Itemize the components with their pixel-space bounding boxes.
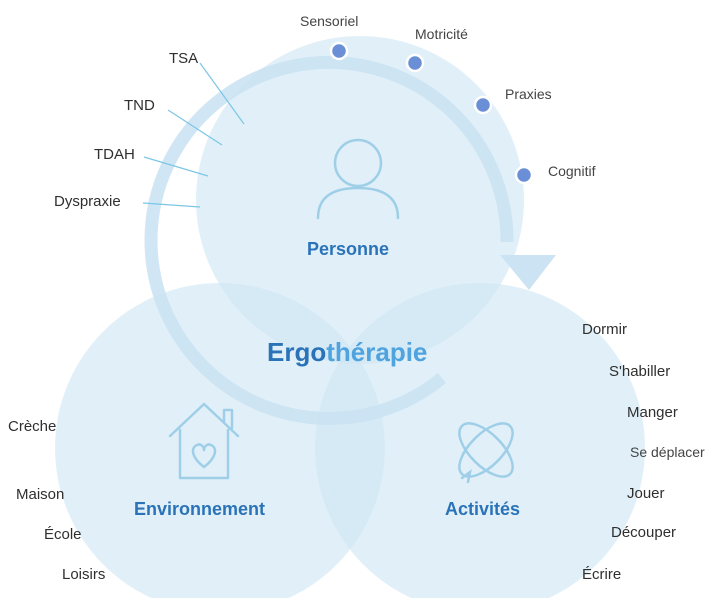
environnement-label: Environnement	[134, 499, 266, 519]
dot-praxies	[473, 95, 493, 115]
condition-leader-lines	[142, 62, 245, 208]
condition-label: TND	[124, 97, 155, 114]
circle-activites	[315, 283, 645, 598]
activity-label: Se déplacer	[630, 444, 705, 460]
environment-label: École	[44, 526, 82, 543]
title-part-ergo: Ergo	[267, 337, 327, 367]
ergotherapie-title: Ergothérapie	[267, 337, 427, 368]
condition-label: TSA	[169, 50, 199, 67]
circle-environnement	[55, 283, 385, 598]
activity-label: Dormir	[582, 321, 627, 338]
function-label: Praxies	[505, 86, 552, 102]
function-dots	[329, 41, 534, 185]
activity-label: Découper	[611, 524, 677, 541]
function-label: Cognitif	[548, 163, 596, 179]
cycle-arrowhead	[500, 255, 556, 290]
condition-label: Dyspraxie	[54, 193, 121, 210]
person-icon	[316, 138, 400, 220]
function-label: Sensoriel	[300, 13, 359, 29]
activites-label: Activités	[445, 499, 521, 519]
condition-label: TDAH	[94, 146, 135, 163]
orbit-arrows-icon	[458, 422, 514, 484]
dot-motricite	[405, 53, 425, 73]
environment-label: Crèche	[8, 418, 57, 435]
activity-label: Manger	[627, 404, 678, 421]
function-label: Motricité	[415, 26, 468, 42]
activity-label: Écrire	[582, 566, 622, 583]
activity-label: Jouer	[627, 485, 665, 502]
personne-label: Personne	[307, 239, 390, 259]
house-heart-icon	[168, 402, 240, 480]
environment-label: Maison	[16, 486, 65, 503]
activity-label: S'habiller	[609, 363, 671, 380]
circle-personne	[196, 36, 524, 364]
environment-label: Loisirs	[62, 566, 106, 583]
dot-cognitif	[514, 165, 534, 185]
title-part-therapie: thérapie	[326, 337, 428, 367]
dot-sensoriel	[329, 41, 349, 61]
